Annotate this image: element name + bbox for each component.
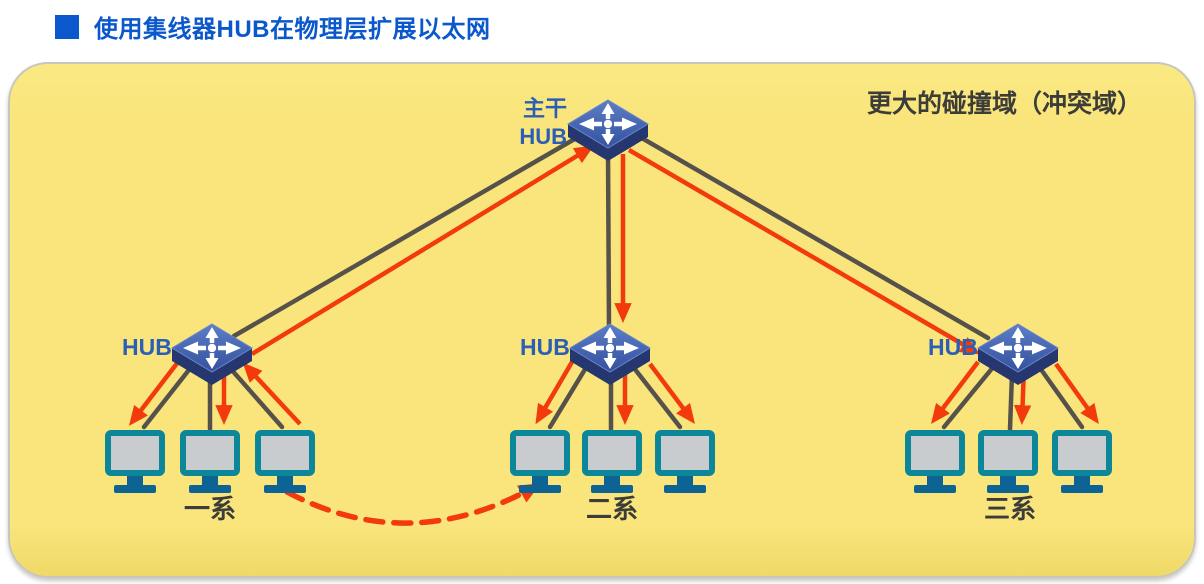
flow-trunk-to-righthub-arrow	[627, 148, 981, 355]
trunk-hub-label-line2: HUB	[519, 124, 567, 149]
link-lefthub-pc1	[141, 363, 195, 430]
trunk-hub-label-line1: 主干	[522, 96, 567, 121]
computer-icon	[258, 433, 312, 493]
group-label-dept1: 一系	[183, 494, 236, 524]
link-centerhub-pc3	[631, 365, 683, 430]
flow-lefthub-to-trunk-arrow	[250, 145, 595, 356]
link-trunk-righthub	[630, 130, 991, 341]
link-trunk-centerhub	[605, 147, 612, 333]
group-label-dept3: 三系	[983, 494, 1036, 524]
link-righthub-pc1	[941, 363, 997, 430]
collision-domain-label: 更大的碰撞域（冲突域）	[866, 90, 1142, 118]
link-lefthub-trunk	[231, 130, 588, 339]
flow-pc3-to-lefthub-arrow	[242, 362, 302, 426]
computer-icon	[513, 433, 567, 493]
dashed-frame-path	[284, 483, 541, 526]
frame-flow-arrows	[128, 145, 1099, 426]
link-centerhub-pc1	[547, 363, 590, 430]
computer-icon	[908, 433, 962, 493]
link-lefthub-pc3	[227, 365, 285, 430]
left-hub-label: HUB	[122, 334, 172, 360]
link-righthub-pc2	[1007, 371, 1015, 432]
computer-icon	[658, 433, 712, 493]
computer-icon	[108, 433, 162, 493]
flow-righthub-to-pc1-arrow	[931, 360, 980, 424]
computer-icon	[183, 433, 237, 493]
link-righthub-pc3	[1037, 365, 1085, 430]
group-label-dept2: 二系	[585, 494, 638, 524]
flow-centerhub-to-pc3-arrow	[648, 362, 695, 424]
right-hub-label: HUB	[928, 334, 978, 360]
computer-icon	[585, 433, 639, 493]
flow-centerhub-to-pc1-arrow	[535, 360, 574, 425]
center-hub-label: HUB	[520, 334, 570, 360]
link-lines	[141, 130, 1085, 432]
trunk-hub-label: 主干 HUB	[519, 95, 567, 151]
flow-lefthub-to-pc1-arrow	[128, 360, 180, 426]
title-bullet-square	[55, 14, 79, 39]
computer-icon	[981, 433, 1035, 493]
flow-righthub-to-pc3-arrow	[1054, 362, 1099, 425]
page-title: 使用集线器HUB在物理层扩展以太网	[55, 9, 491, 44]
page-title-text: 使用集线器HUB在物理层扩展以太网	[94, 16, 491, 43]
computer-icon	[1055, 433, 1109, 493]
